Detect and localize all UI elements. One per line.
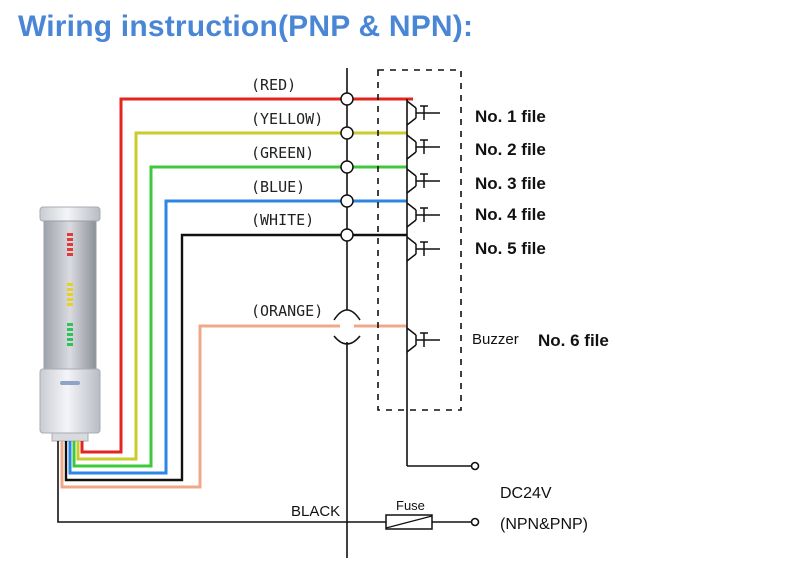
- switch-contact-6: [406, 327, 440, 353]
- wire-green: [72, 165, 407, 468]
- wire-label-yellow: (YELLOW): [251, 110, 323, 128]
- switch-contact-2: [406, 134, 440, 160]
- file-label-2: No. 2 file: [475, 140, 546, 159]
- tower-led-1-4: [67, 303, 73, 306]
- tower-led-1-2: [67, 293, 73, 296]
- switch-contact-5: [406, 236, 440, 262]
- tower-led-1-1: [67, 288, 73, 291]
- file-label-3: No. 3 file: [475, 174, 546, 193]
- tower-led-2-0: [67, 323, 73, 326]
- switch-contact-3: [406, 168, 440, 194]
- wire-orange: [60, 324, 407, 489]
- terminal-yellow: [340, 126, 354, 140]
- tower-led-0-0: [67, 233, 73, 236]
- orange-crossover: [333, 309, 361, 345]
- switch-contact-4: [406, 202, 440, 228]
- output-terminal: [470, 461, 480, 471]
- file-label-5: No. 5 file: [475, 239, 546, 258]
- buzzer-prefix: Buzzer: [472, 331, 519, 348]
- power-terminal: [470, 517, 480, 527]
- fuse-label: Fuse: [396, 498, 425, 513]
- wire-red: [80, 97, 413, 454]
- terminal-red: [340, 92, 354, 106]
- tower-led-0-1: [67, 238, 73, 241]
- power-voltage: DC24V: [500, 485, 552, 502]
- tower-led-2-3: [67, 338, 73, 341]
- file-label-1: No. 1 file: [475, 107, 546, 126]
- file-label-6: No. 6 file: [538, 331, 609, 350]
- wire-label-green: (GREEN): [251, 144, 314, 162]
- black-label: BLACK: [291, 503, 340, 520]
- tower-led-0-2: [67, 243, 73, 246]
- controller-box: [377, 69, 462, 411]
- tower-led-0-4: [67, 253, 73, 256]
- terminal-green: [340, 160, 354, 174]
- wire-blue: [68, 199, 407, 475]
- terminal-white: [340, 228, 354, 242]
- tower-led-0-3: [67, 248, 73, 251]
- wire-label-blue: (BLUE): [251, 178, 305, 196]
- tower-led-2-2: [67, 333, 73, 336]
- tower-led-2-1: [67, 328, 73, 331]
- signal-tower: [39, 206, 101, 442]
- wire-white: [64, 233, 407, 482]
- wire-label-red: (RED): [251, 76, 296, 94]
- tower-led-1-3: [67, 298, 73, 301]
- switch-contact-1: [406, 100, 440, 126]
- tower-led-2-4: [67, 343, 73, 346]
- wire-yellow: [76, 131, 407, 461]
- tower-led-1-0: [67, 283, 73, 286]
- page-title: Wiring instruction(PNP & NPN):: [18, 10, 474, 43]
- black-wire: [57, 441, 347, 523]
- terminal-blue: [340, 194, 354, 208]
- wire-label-orange: (ORANGE): [251, 302, 323, 320]
- power-type: (NPN&PNP): [500, 516, 588, 533]
- fuse-symbol: [385, 514, 433, 530]
- wire-label-white: (WHITE): [251, 211, 314, 229]
- file-label-4: No. 4 file: [475, 205, 546, 224]
